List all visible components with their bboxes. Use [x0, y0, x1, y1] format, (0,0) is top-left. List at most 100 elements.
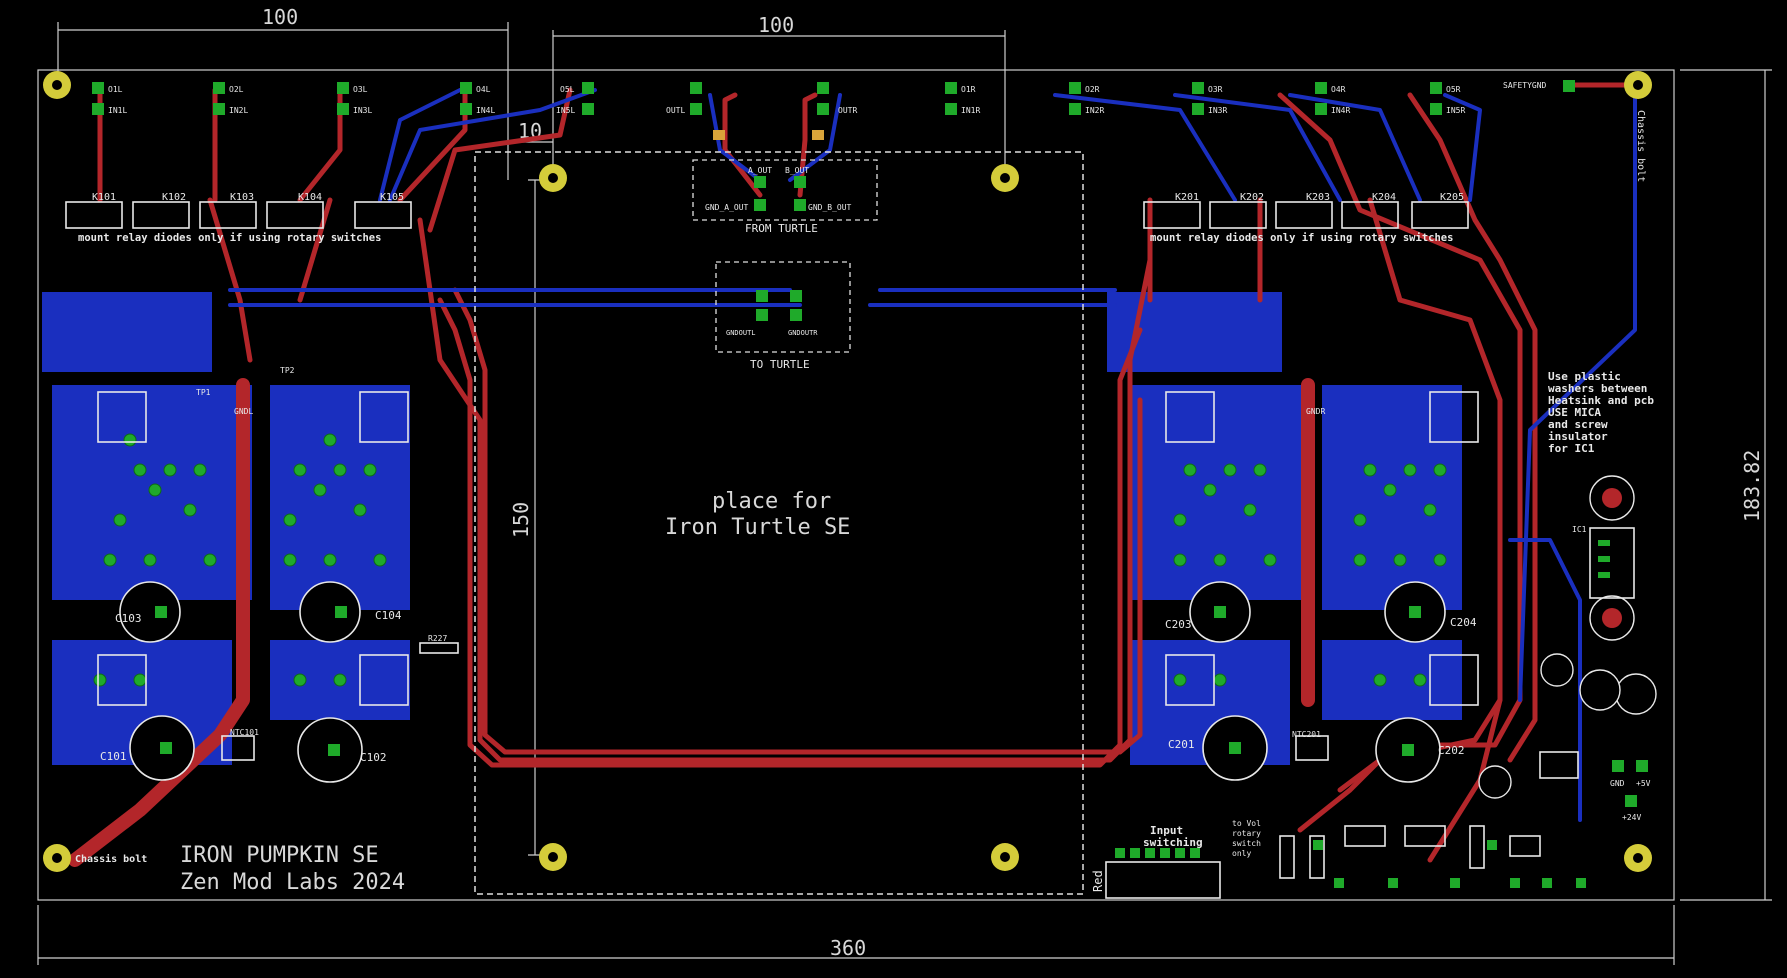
outr-label: OUTR	[838, 106, 857, 115]
cap-c102: C102	[360, 751, 387, 764]
dimension-board-height-label: 183.82	[1740, 450, 1764, 522]
ic1-regulator: IC1	[1478, 475, 1657, 799]
connector-in5r: IN5R	[1446, 106, 1465, 115]
tp2-label: TP2	[280, 366, 295, 375]
relay-k104: K104	[298, 192, 322, 203]
red-label: Red	[1091, 870, 1105, 892]
connector-in2l: IN2L	[229, 106, 248, 115]
washer-line-7: for IC1	[1548, 442, 1595, 455]
cap-c201: C201	[1168, 738, 1195, 751]
ntc201-body	[1295, 735, 1329, 761]
gndl-label: GNDL	[234, 407, 253, 416]
dimension-board-width: 360	[37, 905, 1675, 965]
relays-left: K101 K102 K103 K104 K105 mount relay dio…	[65, 192, 412, 244]
dimension-board-width-label: 360	[830, 936, 866, 960]
relay-k103: K103	[230, 192, 254, 203]
mounting-holes	[43, 71, 1652, 872]
relay-k201: K201	[1175, 192, 1199, 203]
ntc101-label: NTC101	[230, 728, 259, 737]
connector-o4r: O4R	[1331, 85, 1346, 94]
relay-k202: K202	[1240, 192, 1264, 203]
b-out-label: B_OUT	[785, 166, 809, 175]
dimension-top-left-label: 100	[262, 5, 298, 29]
a-out-label: A_OUT	[748, 166, 772, 175]
relay-note-right: mount relay diodes only if using rotary …	[1150, 232, 1453, 244]
ic1-label: IC1	[1572, 525, 1587, 534]
washer-line-1: Use plastic	[1548, 370, 1621, 383]
to-vol-line1: to Vol	[1232, 819, 1261, 828]
placeholder-line2: Iron Turtle SE	[665, 515, 850, 540]
gnd-b-out-label: GND_B_OUT	[808, 203, 852, 212]
bottom-right-parts	[1279, 825, 1586, 888]
heatsink-footprints	[97, 391, 1479, 706]
washer-line-4: USE MICA	[1548, 406, 1601, 419]
gndoutr-label: GNDOUTR	[788, 329, 818, 337]
connector-o5l: O5L	[560, 85, 575, 94]
connector-in1l: IN1L	[108, 106, 127, 115]
component-pads-right	[1173, 463, 1447, 687]
connector-in4r: IN4R	[1331, 106, 1350, 115]
connector-o2l: O2L	[229, 85, 244, 94]
copper-pour-bottom	[42, 292, 1462, 765]
p24v-label: +24V	[1622, 813, 1641, 822]
capacitors-left: C103 C104 C101 C102	[100, 581, 402, 783]
gndr-label: GNDR	[1306, 407, 1325, 416]
connector-o3l: O3L	[353, 85, 368, 94]
input-switching-connector: Input switching Red to Vol rotary switch…	[1091, 819, 1261, 899]
relay-k203: K203	[1306, 192, 1330, 203]
connector-in5l: IN5L	[556, 106, 575, 115]
dimension-top-center-label: 100	[758, 13, 794, 37]
cap-c104: C104	[375, 609, 402, 622]
copper-traces-top	[68, 82, 1638, 867]
connector-o4l: O4L	[476, 85, 491, 94]
washer-line-5: and screw	[1548, 418, 1608, 431]
tp1-label: TP1	[196, 388, 211, 397]
component-pads-left	[93, 433, 387, 687]
dimension-vertical-label: 150	[509, 502, 533, 538]
r227-label: R227	[428, 634, 447, 643]
capacitors-right: C203 C204 C201 C202	[1165, 581, 1477, 783]
to-vol-line4: only	[1232, 849, 1251, 858]
washer-line-2: washers between	[1548, 382, 1647, 395]
safety-ground-pad	[1563, 80, 1575, 92]
to-turtle-box	[715, 261, 851, 353]
copper-traces-bottom	[228, 83, 1637, 822]
chassis-bolt-right-label: Chassis bolt	[1635, 110, 1646, 182]
turtle-placeholder	[474, 151, 1084, 895]
input-switching-line1: Input	[1150, 824, 1183, 837]
input-switching-line2: switching	[1143, 836, 1203, 849]
top-output-connectors: OUTR OUTL	[666, 82, 857, 140]
ntc101-body	[221, 735, 255, 761]
connector-o1l: O1L	[108, 85, 123, 94]
ntc201-label: NTC201	[1292, 730, 1321, 739]
connector-o3r: O3R	[1208, 85, 1223, 94]
top-connectors-left: O1L IN1L O2L IN2L O3L IN3L O4L IN4L O5L …	[92, 82, 594, 115]
connector-o2r: O2R	[1085, 85, 1100, 94]
power-connectors: GND +5V +24V	[1610, 760, 1651, 822]
relay-k205: K205	[1440, 192, 1464, 203]
dimension-board-height: 183.82	[1680, 69, 1772, 901]
top-connectors-right: O1R IN1R O2R IN2R O3R IN3R O4R IN4R O5R …	[945, 82, 1465, 115]
relay-k105: K105	[380, 192, 404, 203]
project-title: IRON PUMPKIN SE	[180, 843, 379, 868]
to-vol-line3: switch	[1232, 839, 1261, 848]
relay-k101: K101	[92, 192, 116, 203]
relay-k102: K102	[162, 192, 186, 203]
board-outline	[37, 69, 1675, 901]
connector-in4l: IN4L	[476, 106, 495, 115]
cap-c204: C204	[1450, 616, 1477, 629]
outl-label: OUTL	[666, 106, 685, 115]
placeholder-line1: place for	[712, 489, 831, 514]
from-turtle-label: FROM TURTLE	[745, 222, 818, 235]
dimension-top-left: 100	[57, 5, 509, 180]
washer-line-6: insulator	[1548, 430, 1608, 443]
to-vol-line2: rotary	[1232, 829, 1261, 838]
cap-c203: C203	[1165, 618, 1192, 631]
gnd-a-out-label: GND_A_OUT	[705, 203, 749, 212]
connector-in2r: IN2R	[1085, 106, 1104, 115]
dimension-vertical: 150	[509, 179, 555, 856]
project-credit: Zen Mod Labs 2024	[180, 870, 405, 895]
connector-o5r: O5R	[1446, 85, 1461, 94]
washer-note: Use plastic washers between Heatsink and…	[1548, 370, 1654, 455]
